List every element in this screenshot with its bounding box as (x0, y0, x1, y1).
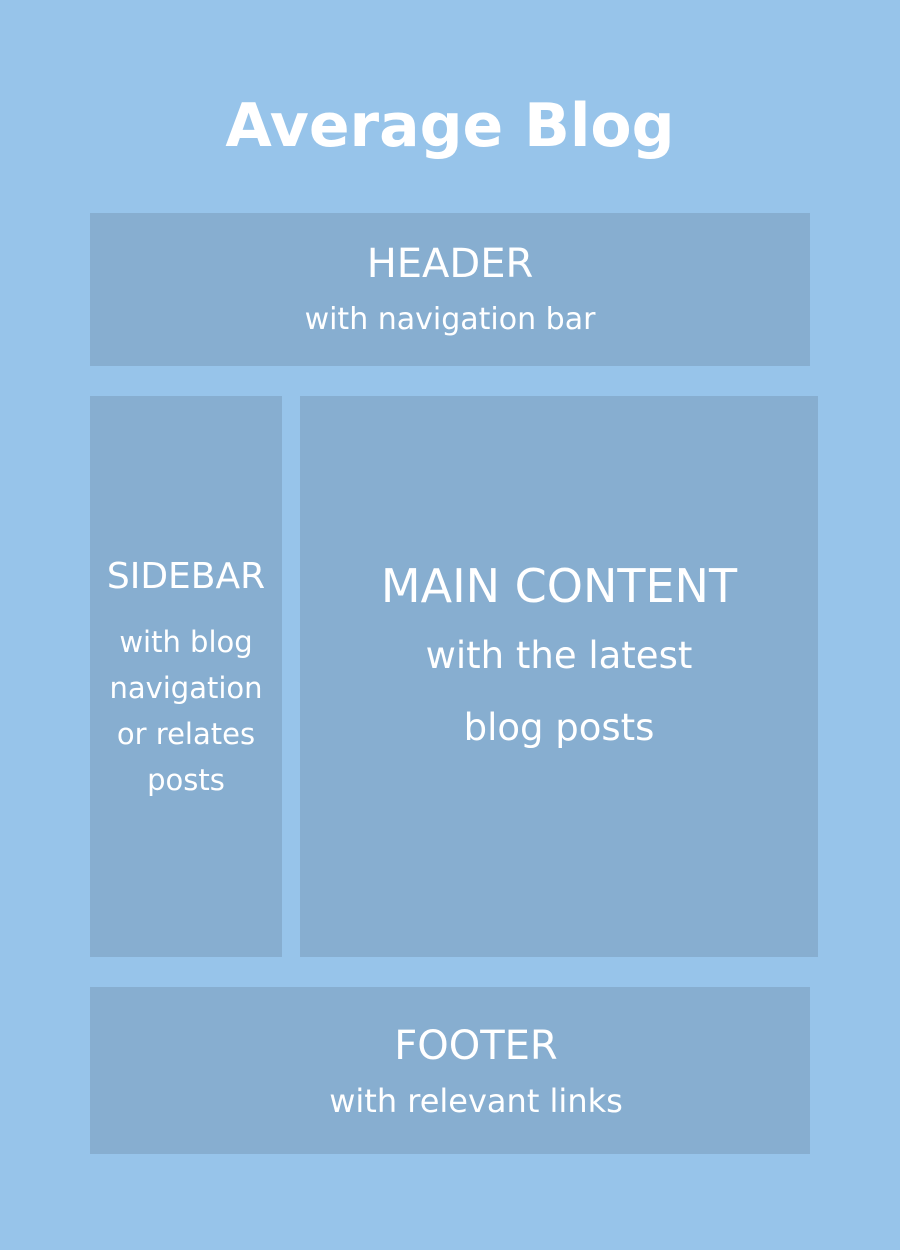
main-content-block: MAIN CONTENT with the latest blog posts (300, 396, 818, 957)
header-description: with navigation bar (304, 301, 596, 337)
sidebar-block: SIDEBAR with blog navigation or relates … (90, 396, 282, 957)
footer-description: with relevant links (329, 1081, 623, 1120)
footer-label: FOOTER (394, 1022, 558, 1069)
header-block: HEADER with navigation bar (90, 213, 810, 366)
header-label: HEADER (366, 240, 534, 287)
footer-block: FOOTER with relevant links (90, 987, 810, 1154)
sidebar-label: SIDEBAR (106, 555, 266, 597)
main-content-description: with the latest blog posts (425, 633, 693, 749)
diagram-title: Average Blog (225, 91, 675, 161)
main-content-label: MAIN CONTENT (380, 558, 738, 613)
sidebar-description: with blog navigation or relates posts (109, 624, 263, 797)
